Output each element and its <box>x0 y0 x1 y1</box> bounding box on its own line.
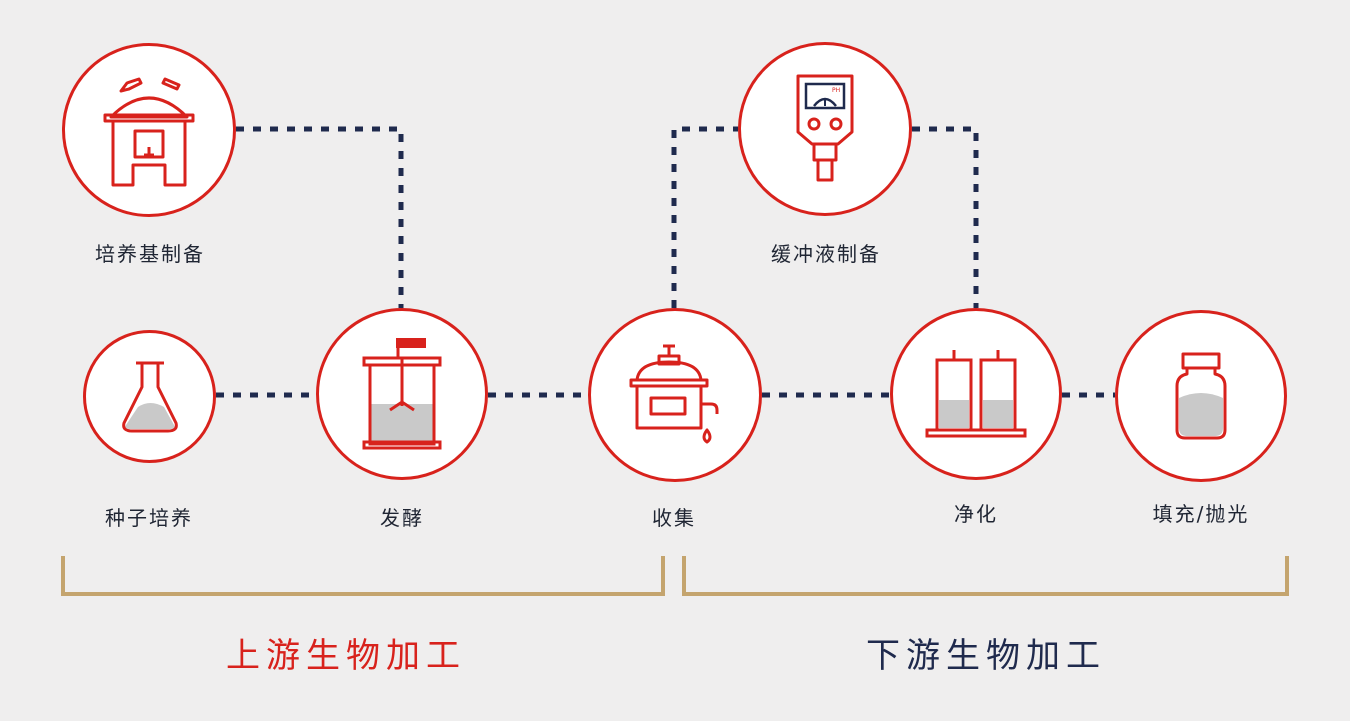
media-prep-node <box>62 43 236 217</box>
buffer-prep-label: 缓冲液制备 <box>771 242 881 266</box>
harvest-vessel-icon <box>629 344 719 444</box>
upstream-bracket <box>61 556 665 596</box>
downstream-bracket <box>682 556 1289 596</box>
buffer-prep-node: PH <box>738 42 912 216</box>
bioreactor-icon <box>362 338 442 450</box>
harvest-label: 收集 <box>652 506 696 530</box>
flask-icon <box>121 361 178 432</box>
harvest-node <box>588 308 762 482</box>
media-prep-label: 培养基制备 <box>95 242 205 266</box>
connector-buffer-to-purification <box>912 126 979 308</box>
ph-meter-icon: PH <box>796 74 854 182</box>
connector-harvest-to-buffer <box>671 126 738 308</box>
ph-meter-text: PH <box>832 87 840 94</box>
seed-culture-label: 种子培养 <box>105 506 193 530</box>
fill-finish-label: 填充/抛光 <box>1152 502 1250 526</box>
media-tank-icon <box>103 77 195 187</box>
connector-media-to-fermentation <box>236 126 404 308</box>
purification-node <box>890 308 1062 480</box>
purification-label: 净化 <box>954 502 998 526</box>
fermentation-node <box>316 308 488 480</box>
chromatography-columns-icon <box>925 350 1027 438</box>
seed-culture-node <box>83 330 216 463</box>
vial-icon <box>1175 352 1227 440</box>
upstream-title: 上游生物加工 <box>226 636 466 676</box>
fill-finish-node <box>1115 310 1287 482</box>
fermentation-label: 发酵 <box>380 506 424 530</box>
downstream-title: 下游生物加工 <box>866 636 1106 676</box>
